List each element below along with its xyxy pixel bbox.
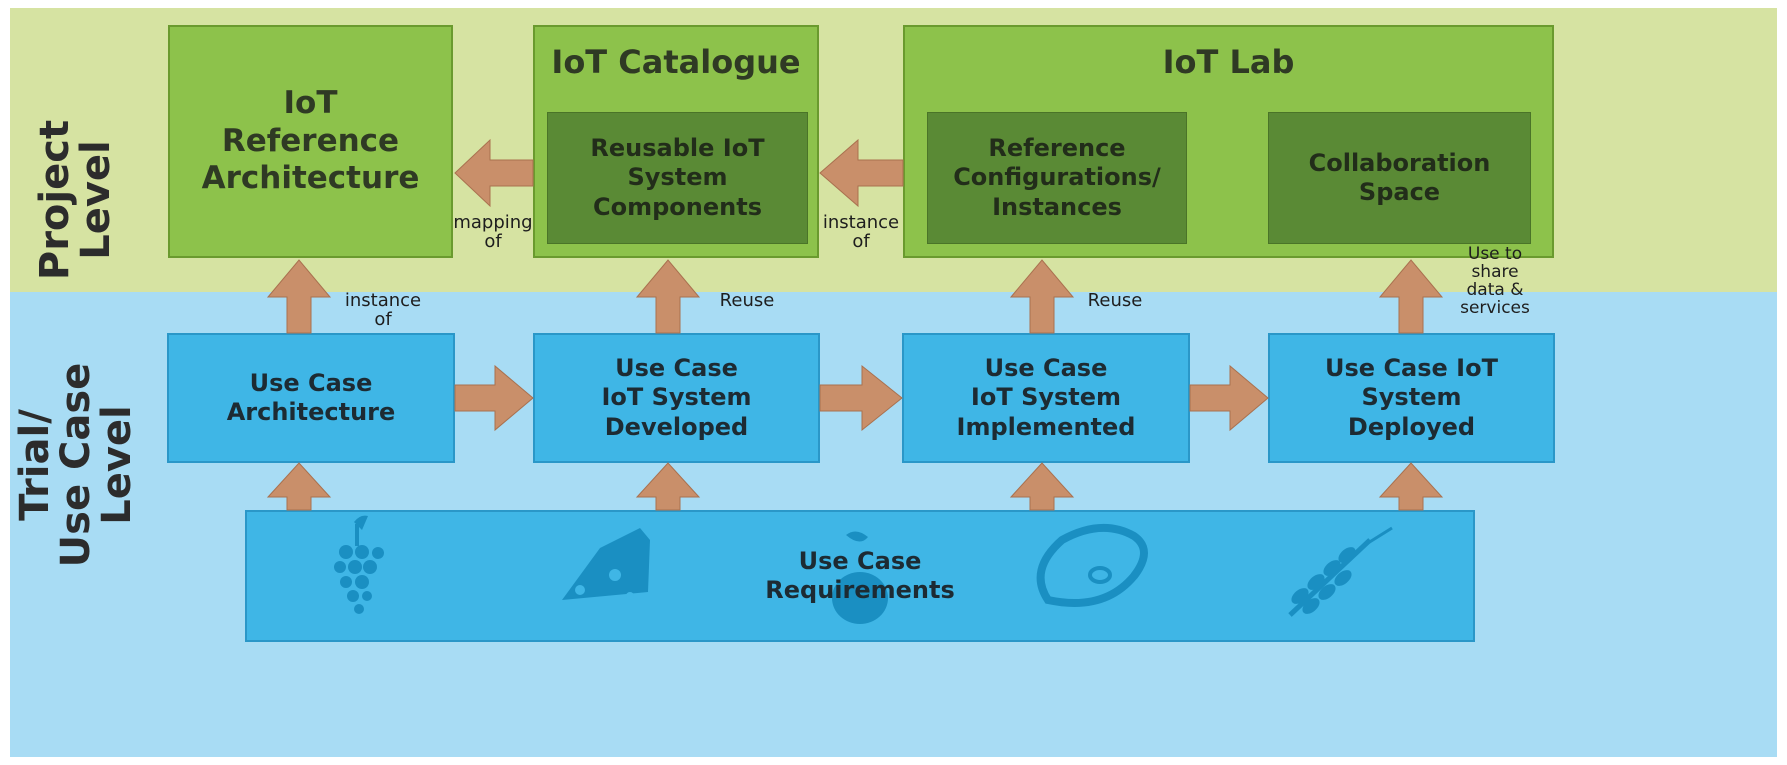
arrow-req-to-deployed — [1378, 462, 1444, 511]
arrow-catalogue-to-architecture — [454, 138, 534, 208]
label-instance-of-horizontal: instance of — [822, 212, 900, 252]
arrow-req-to-architecture — [266, 462, 332, 511]
iot-catalogue-title: IoT Catalogue — [551, 43, 801, 81]
reusable-iot-components: Reusable IoT System Components — [547, 112, 808, 244]
label-reuse-developed: Reuse — [719, 290, 775, 311]
arrow-req-to-implemented — [1009, 462, 1075, 511]
vegetable-icon — [832, 531, 888, 624]
cheese-icon — [562, 528, 650, 600]
use-case-implemented: Use Case IoT System Implemented — [902, 333, 1190, 463]
use-case-developed: Use Case IoT System Developed — [533, 333, 820, 463]
label-instance-of-vertical: instance of — [344, 290, 422, 330]
collaboration-space: Collaboration Space — [1268, 112, 1531, 244]
arrow-implemented-to-deployed — [1189, 364, 1269, 432]
iot-reference-architecture: IoT Reference Architecture — [168, 25, 453, 258]
arrow-up-implemented — [1009, 259, 1075, 334]
arrow-developed-to-implemented — [819, 364, 903, 432]
arrow-up-deployed — [1378, 259, 1444, 334]
arrow-lab-to-catalogue — [819, 138, 904, 208]
meat-icon — [1036, 523, 1148, 607]
grapes-icon — [334, 515, 384, 614]
arrow-up-developed — [635, 259, 701, 334]
iot-lab-title: IoT Lab — [1162, 43, 1295, 81]
use-case-requirements-label: Use Case Requirements — [765, 546, 955, 604]
use-case-architecture: Use Case Architecture — [167, 333, 455, 463]
arrow-req-to-developed — [635, 462, 701, 511]
wheat-icon — [1288, 526, 1393, 617]
arrow-arch-to-developed — [454, 364, 534, 432]
label-reuse-implemented: Reuse — [1087, 290, 1143, 311]
reference-configurations: Reference Configurations/ Instances — [927, 112, 1187, 244]
label-mapping-of: mapping of — [453, 212, 533, 252]
arrow-up-architecture — [266, 259, 332, 334]
label-share-data-services: Use to share data & services — [1460, 244, 1530, 318]
use-case-deployed: Use Case IoT System Deployed — [1268, 333, 1555, 463]
